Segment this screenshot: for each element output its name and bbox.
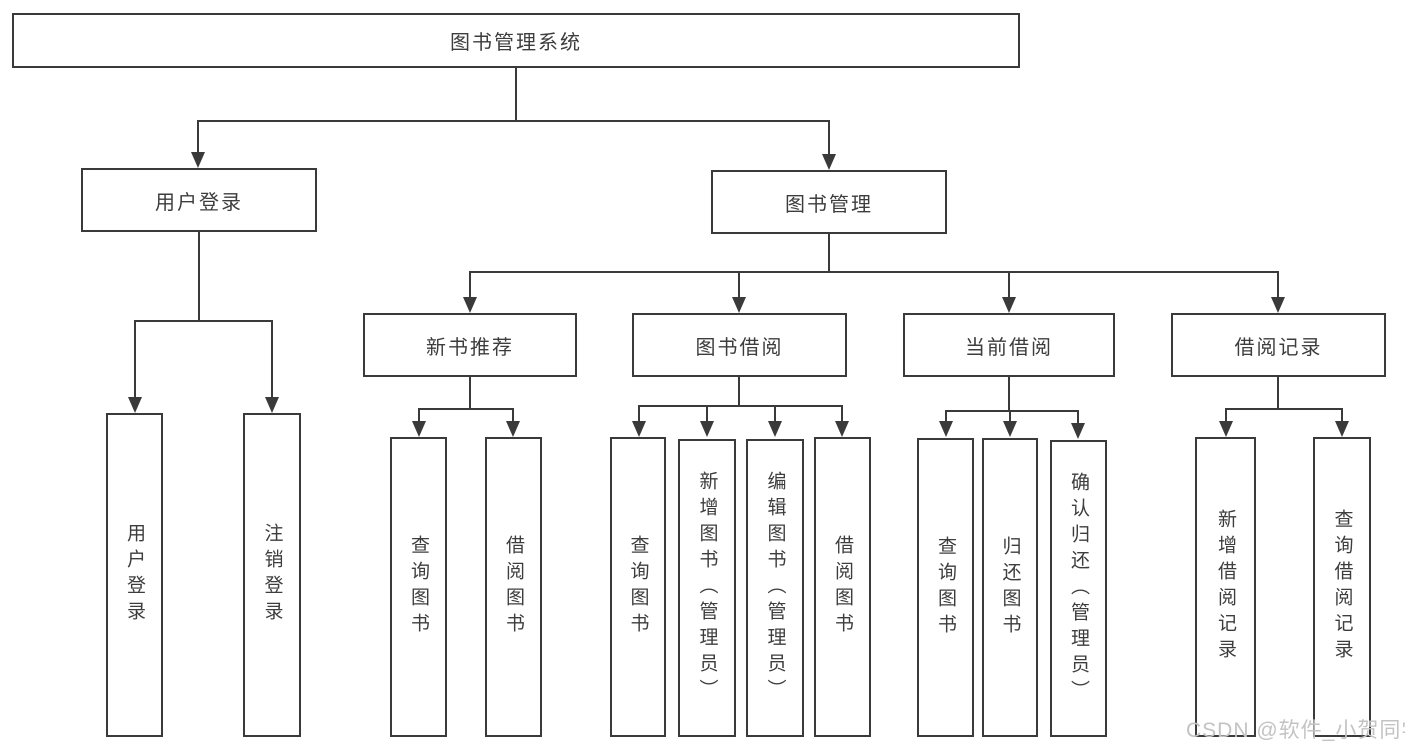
arrow-down-icon [835,421,849,437]
node-label: 借阅图书 [832,535,853,639]
node-label: 确认归还（管理员） [1068,471,1089,706]
node-add-books-admin: 新增图书（管理员） [678,439,736,737]
connector-line [418,408,514,410]
node-borrowing-records: 借阅记录 [1171,313,1386,377]
csdn-watermark: CSDN @软件_小贺同学 [1186,719,1405,742]
arrow-down-icon [1271,297,1285,313]
arrow-down-icon [463,297,477,313]
node-edit-books-admin: 编辑图书（管理员） [746,439,804,737]
node-new-book-recommend: 新书推荐 [363,313,577,377]
connector-line [469,271,1279,273]
node-query-books-recommend: 查询图书 [390,437,447,737]
connector-line [1277,377,1279,408]
connector-line [841,405,843,423]
connector-line [1009,410,1011,423]
node-label: 图书管理系统 [450,32,582,54]
connector-line [198,232,200,320]
node-query-borrow-record: 查询借阅记录 [1313,437,1371,737]
node-label: 用户登录 [155,191,243,214]
connector-line [1341,408,1343,423]
node-query-books-borrowing: 查询图书 [610,437,666,737]
node-book-borrowing: 图书借阅 [632,313,847,377]
node-borrow-books: 借阅图书 [814,437,871,737]
node-label: 新书推荐 [426,336,514,359]
arrow-down-icon [732,297,746,313]
connector-line [1008,377,1010,410]
connector-line [1077,410,1079,423]
node-label: 新增借阅记录 [1215,509,1236,665]
node-book-management: 图书管理 [711,170,947,234]
connector-line [828,234,830,271]
node-add-borrow-record: 新增借阅记录 [1195,437,1256,737]
node-label: 当前借阅 [965,336,1053,359]
connector-line [828,120,830,158]
arrow-down-icon [632,421,646,437]
node-label: 借阅图书 [503,535,524,639]
connector-line [1277,271,1279,299]
connector-line [515,68,517,120]
connector-line [197,120,199,158]
arrow-down-icon [1002,297,1016,313]
connector-line [134,320,273,322]
node-user-login-action: 用户登录 [106,413,163,737]
arrow-down-icon [822,154,836,170]
node-label: 查询借阅记录 [1331,509,1353,665]
node-user-login: 用户登录 [81,168,317,232]
connector-line [469,377,471,408]
arrow-down-icon [1003,421,1017,437]
node-label: 查询图书 [408,535,429,639]
arrow-down-icon [700,421,714,437]
node-return-books: 归还图书 [982,438,1038,737]
connector-line [638,405,843,407]
connector-line [134,320,136,399]
node-label: 图书借阅 [695,336,784,359]
node-label: 图书管理 [785,193,873,216]
arrow-down-icon [128,397,142,413]
connector-line [706,405,708,423]
node-label: 查询图书 [935,535,956,640]
arrow-down-icon [1219,421,1233,437]
arrow-down-icon [506,421,520,437]
node-logout-action: 注销登录 [243,413,301,737]
node-label: 注销登录 [261,523,283,627]
arrow-down-icon [412,421,426,437]
arrow-down-icon [1071,423,1085,439]
connector-line [512,408,514,423]
node-label: 编辑图书（管理员） [764,471,786,705]
connector-line [1225,408,1342,410]
node-label: 新增图书（管理员） [696,471,718,705]
connector-line [738,377,740,405]
node-current-borrowing: 当前借阅 [903,313,1115,377]
arrow-down-icon [768,421,782,437]
arrow-down-icon [191,152,205,168]
node-borrow-books-recommend: 借阅图书 [485,437,542,737]
connector-line [271,320,273,399]
connector-line [197,120,830,122]
connector-line [469,271,471,299]
node-label: 用户登录 [124,523,145,627]
connector-line [945,410,1079,412]
connector-line [1008,271,1010,299]
connector-line [1225,408,1227,423]
arrow-down-icon [265,397,279,413]
node-label: 归还图书 [999,535,1021,640]
connector-line [418,408,420,423]
node-label: 查询图书 [627,535,649,639]
node-library-management-system: 图书管理系统 [12,13,1020,68]
arrow-down-icon [939,421,953,437]
node-query-books-current: 查询图书 [917,438,974,737]
connector-line [738,271,740,299]
connector-line [774,405,776,423]
arrow-down-icon [1335,421,1349,437]
node-confirm-return-admin: 确认归还（管理员） [1050,440,1107,737]
node-label: 借阅记录 [1234,336,1323,359]
connector-line [638,405,640,423]
connector-line [945,410,947,423]
